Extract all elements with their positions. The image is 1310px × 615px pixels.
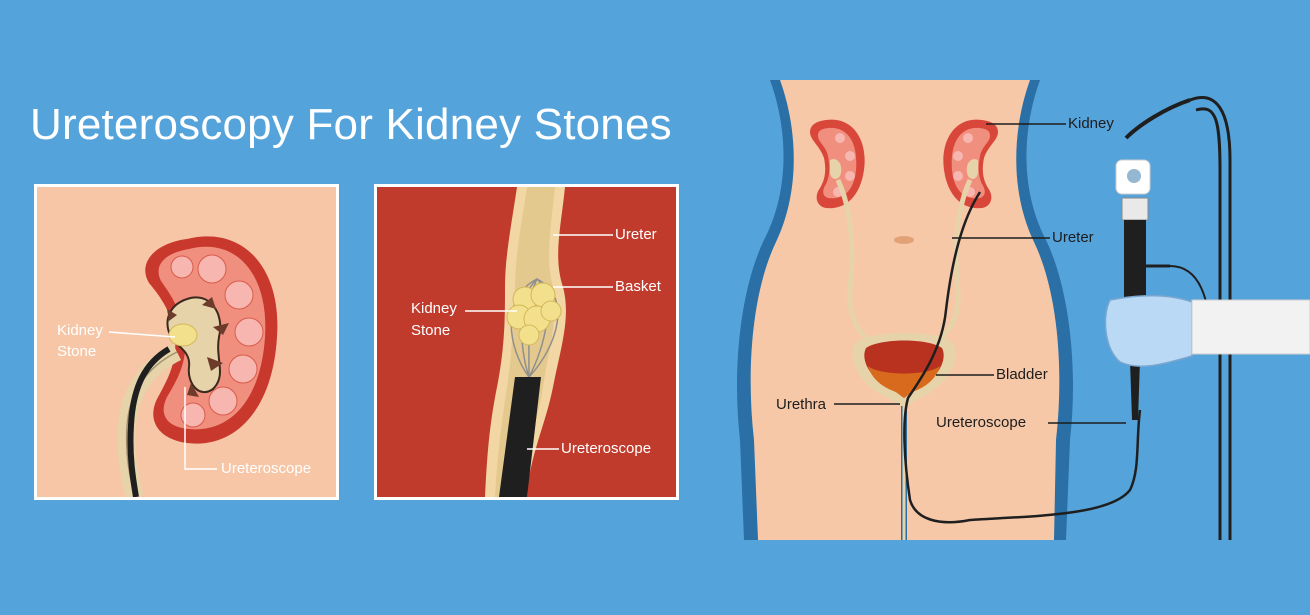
- kidney-illustration: [37, 187, 336, 497]
- basket-label: Basket: [615, 278, 661, 295]
- kidney-stone-label-line2: Stone: [411, 322, 451, 339]
- body-ureter-label: Ureter: [1052, 229, 1094, 246]
- bladder-label: Bladder: [996, 366, 1048, 383]
- right-kidney: [943, 119, 998, 209]
- body-urinary-system-illustration: [737, 80, 1310, 540]
- ureter-label: Ureter: [615, 226, 657, 243]
- kidney-stone-label-line1: Kidney: [411, 300, 457, 317]
- ureter-basket-panel: Ureter Basket Kidney Stone Ureteroscope: [374, 184, 679, 500]
- kidney-stone-label-line2: Stone: [57, 343, 97, 360]
- kidney-stone-label-line1: Kidney: [57, 322, 103, 339]
- body-kidney-label: Kidney: [1068, 115, 1114, 132]
- page-title: Ureteroscopy For Kidney Stones: [30, 100, 672, 149]
- ureteroscope-label: Ureteroscope: [561, 440, 652, 457]
- urethra-label: Urethra: [776, 396, 827, 413]
- ureter-basket-illustration: [377, 187, 676, 497]
- body-ureteroscope-label: Ureteroscope: [936, 414, 1027, 431]
- left-kidney: [810, 119, 865, 209]
- ureteroscope-label: Ureteroscope: [221, 460, 312, 477]
- kidney-cross-section-panel: Kidney Stone Ureteroscope: [34, 184, 339, 500]
